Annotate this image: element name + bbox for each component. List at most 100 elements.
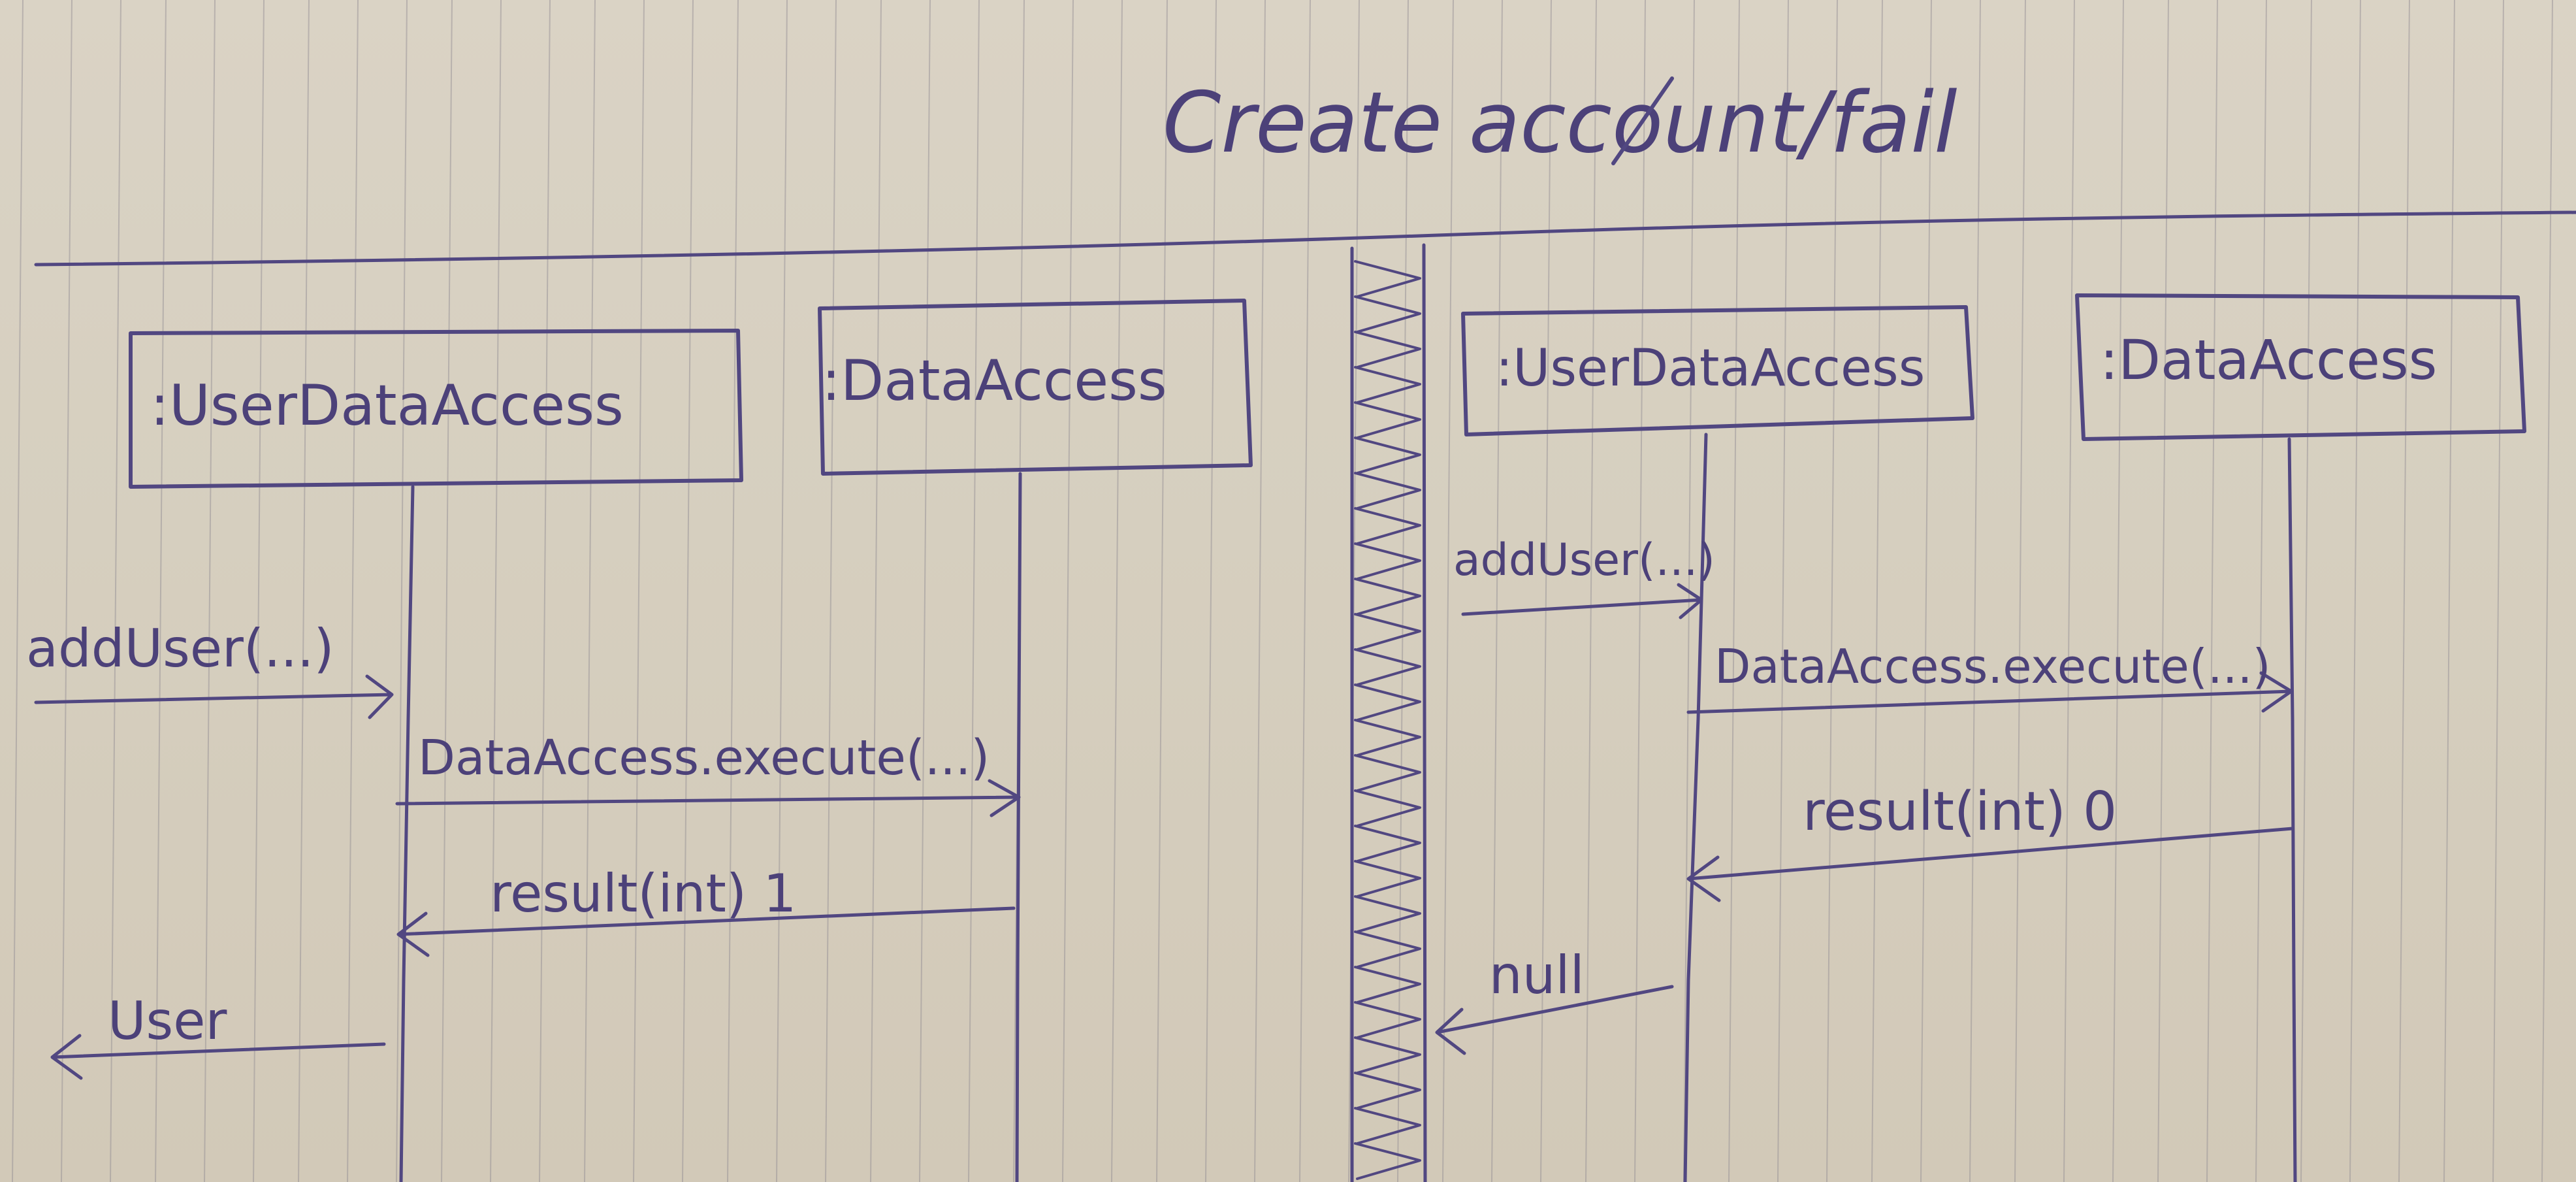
notebook-rule-line: [2398, 0, 2410, 1182]
notebook-rule-line: [1156, 0, 1168, 1182]
notebook-rules: [12, 0, 2553, 1182]
notebook-rule-line: [396, 0, 408, 1182]
participant-label-userdataaccess-fail: :UserDataAccess: [1496, 339, 1925, 398]
participant-box-userdataaccess-fail: [1461, 305, 1974, 436]
notebook-rule-line: [1205, 0, 1217, 1182]
notebook-rule-line: [61, 0, 72, 1182]
notebook-rule-line: [155, 0, 167, 1182]
notebook-rule-line: [110, 0, 121, 1182]
divider-zigzag-stroke: [1354, 683, 1421, 721]
divider-zigzag-stroke: [1354, 436, 1421, 474]
divider-zigzag-stroke: [1354, 930, 1421, 968]
success-scenario: :UserDataAccess :DataAccess addUser(...)…: [26, 299, 1253, 1182]
notebook-rule-line: [490, 0, 502, 1182]
notebook-rule-line: [776, 0, 788, 1182]
participant-box-dataaccess-fail: [2075, 293, 2526, 441]
divider-zigzag-stroke: [1354, 401, 1421, 439]
notebook-rule-line: [633, 0, 645, 1182]
divider-zigzag-stroke: [1354, 860, 1421, 898]
notebook-rule-line: [2443, 0, 2455, 1182]
notebook-rule-line: [1348, 0, 1360, 1182]
divider-zigzag-stroke: [1354, 1107, 1421, 1145]
notebook-rule-line: [2206, 0, 2218, 1182]
notebook-rule-line: [1826, 0, 1838, 1182]
notebook-rule-line: [1871, 0, 1883, 1182]
participant-label-dataaccess-fail: :DataAccess: [2100, 328, 2437, 392]
divider-zigzag-stroke: [1354, 331, 1421, 369]
divider-zigzag-stroke: [1354, 825, 1421, 862]
notebook-rule-line: [2255, 0, 2267, 1182]
notebook-rule-line: [968, 0, 980, 1182]
notebook-rule-line: [1634, 0, 1646, 1182]
diagram-title: Create account/fail: [1163, 74, 1957, 172]
divider-zigzag-stroke: [1354, 578, 1421, 616]
notebook-rule-line: [2063, 0, 2075, 1182]
return-label-result: result(int) 1: [490, 863, 796, 924]
return-arrow-result: [396, 906, 1016, 957]
lifeline-dataaccess-fail: [2287, 437, 2297, 1182]
notebook-rule-line: [727, 0, 739, 1182]
notebook-rule-line: [1585, 0, 1597, 1182]
notebook-rule-line: [441, 0, 453, 1182]
divider-zigzag-stroke: [1354, 1072, 1421, 1109]
notebook-rule-line: [12, 0, 24, 1182]
message-arrow-execute-fail: [1686, 671, 2293, 714]
notebook-rule-line: [1491, 0, 1503, 1182]
notebook-rule-line: [2014, 0, 2026, 1182]
return-label-null: null: [1489, 945, 1585, 1006]
notebook-rule-line: [1442, 0, 1454, 1182]
notebook-rule-line: [1299, 0, 1311, 1182]
message-label-execute-fail: DataAccess.execute(...): [1715, 639, 2271, 694]
divider-zigzag-stroke: [1354, 648, 1421, 686]
notebook-rule-line: [584, 0, 596, 1182]
divider-zigzag-stroke: [1354, 719, 1421, 757]
notebook-rule-line: [1062, 0, 1074, 1182]
notebook-rule-line: [1920, 0, 1932, 1182]
notebook-rule-line: [2492, 0, 2504, 1182]
message-arrow-adduser-fail: [1461, 583, 1703, 619]
divider-zigzag-stroke: [1354, 754, 1421, 792]
participant-label-userdataaccess: :UserDataAccess: [150, 373, 624, 438]
notebook-rule-line: [204, 0, 216, 1182]
participant-label-dataaccess: :DataAccess: [822, 348, 1167, 414]
notebook-rule-line: [1969, 0, 1981, 1182]
notebook-rule-line: [2157, 0, 2169, 1182]
notebook-rule-line: [2112, 0, 2124, 1182]
message-arrow-adduser: [34, 674, 394, 719]
message-label-execute: DataAccess.execute(...): [418, 730, 990, 786]
divider-zigzag-stroke: [1354, 789, 1421, 827]
notebook-rule-line: [870, 0, 882, 1182]
return-arrow-result-fail: [1686, 827, 2294, 902]
divider-zigzag-stroke: [1354, 366, 1421, 404]
divider-zigzag-stroke: [1354, 507, 1421, 545]
fail-scenario: :UserDataAccess :DataAccess addUser(...)…: [1435, 293, 2526, 1182]
return-arrow-null: [1435, 985, 1674, 1055]
notebook-rule-line: [1777, 0, 1789, 1182]
divider-zigzag-stroke: [1354, 895, 1421, 933]
notebook-rule-line: [1111, 0, 1123, 1182]
lifeline-dataaccess: [1015, 472, 1022, 1182]
return-arrow-user: [50, 1034, 386, 1080]
divider-zigzag-stroke: [1354, 966, 1421, 1004]
divider-zigzag-stroke: [1354, 1036, 1421, 1074]
notebook-rule-line: [539, 0, 551, 1182]
lifeline-userdataaccess: [399, 485, 415, 1182]
divider-zigzag-stroke: [1354, 1001, 1421, 1039]
return-label-user: User: [108, 991, 227, 1051]
lifeline-userdataaccess-fail: [1683, 433, 1708, 1182]
divider-zigzag-stroke: [1354, 472, 1421, 510]
message-label-adduser-fail: addUser(...): [1453, 534, 1715, 586]
divider-zigzag-stroke: [1354, 1142, 1421, 1180]
notebook-rule-line: [825, 0, 837, 1182]
scenario-divider: [1350, 243, 1427, 1182]
participant-box-userdataaccess: [129, 329, 743, 489]
notebook-rule-line: [253, 0, 265, 1182]
top-divider-line: [34, 210, 2576, 267]
message-label-adduser: addUser(...): [26, 618, 334, 679]
notebook-rule-line: [1540, 0, 1552, 1182]
divider-zigzag-stroke: [1354, 295, 1421, 333]
divider-zigzag-stroke: [1354, 260, 1421, 298]
notebook-rule-line: [347, 0, 359, 1182]
